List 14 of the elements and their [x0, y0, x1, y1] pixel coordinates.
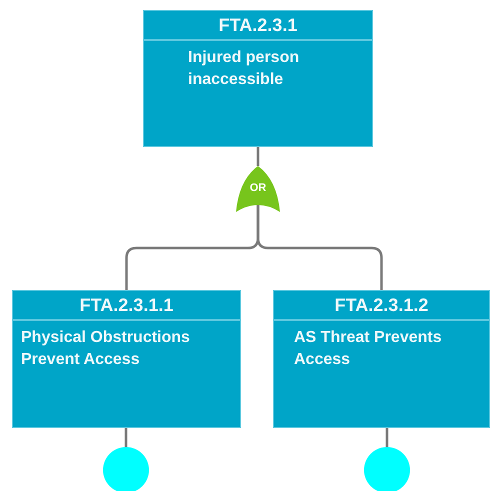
event-id: FTA.2.3.1.2: [274, 291, 489, 321]
event-description: Injured person inaccessible: [187, 48, 300, 90]
event-id: FTA.2.3.1: [144, 11, 372, 41]
event-id: FTA.2.3.1.1: [13, 291, 240, 321]
gate-label: OR: [248, 181, 268, 196]
event-description: AS Threat Prevents Access: [293, 328, 443, 370]
connector-line: [124, 428, 128, 447]
event-box: [273, 290, 490, 428]
event-description: Physical Obstructions Prevent Access: [20, 328, 191, 370]
event-box: [143, 10, 373, 147]
connector-line: [256, 147, 260, 166]
event-box: [12, 290, 241, 428]
connector-line: [386, 428, 388, 447]
or-gate: [236, 166, 280, 212]
